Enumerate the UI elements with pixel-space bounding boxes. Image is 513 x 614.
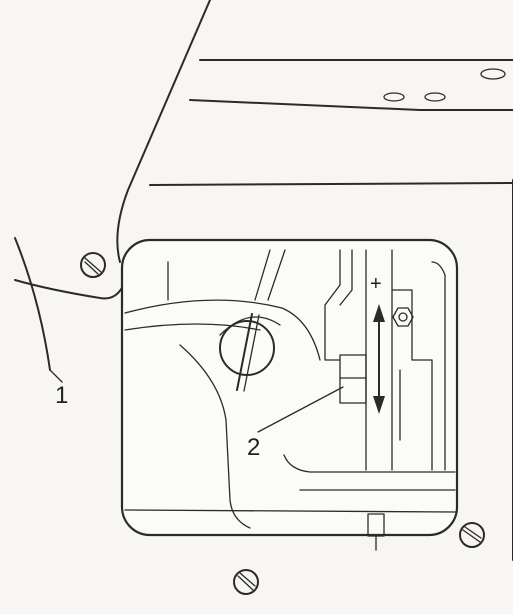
slotted-screw-icon — [219, 313, 281, 392]
callout-1: 1 — [55, 382, 68, 409]
internal-mechanism — [124, 249, 456, 551]
inspection-window — [120, 238, 459, 537]
callout-2: 2 — [247, 434, 260, 461]
plus-sign: + — [370, 273, 382, 295]
machine-bed — [116, 0, 513, 561]
leader-line-2 — [257, 386, 344, 433]
bed-holes — [383, 68, 506, 102]
slotted-screw-icon — [459, 522, 485, 548]
slotted-screw-icon — [233, 569, 259, 595]
double-arrow-icon — [373, 304, 385, 414]
leader-line-1 — [49, 369, 63, 383]
slotted-screw-icon — [80, 252, 106, 278]
hex-nut-icon — [392, 307, 414, 327]
